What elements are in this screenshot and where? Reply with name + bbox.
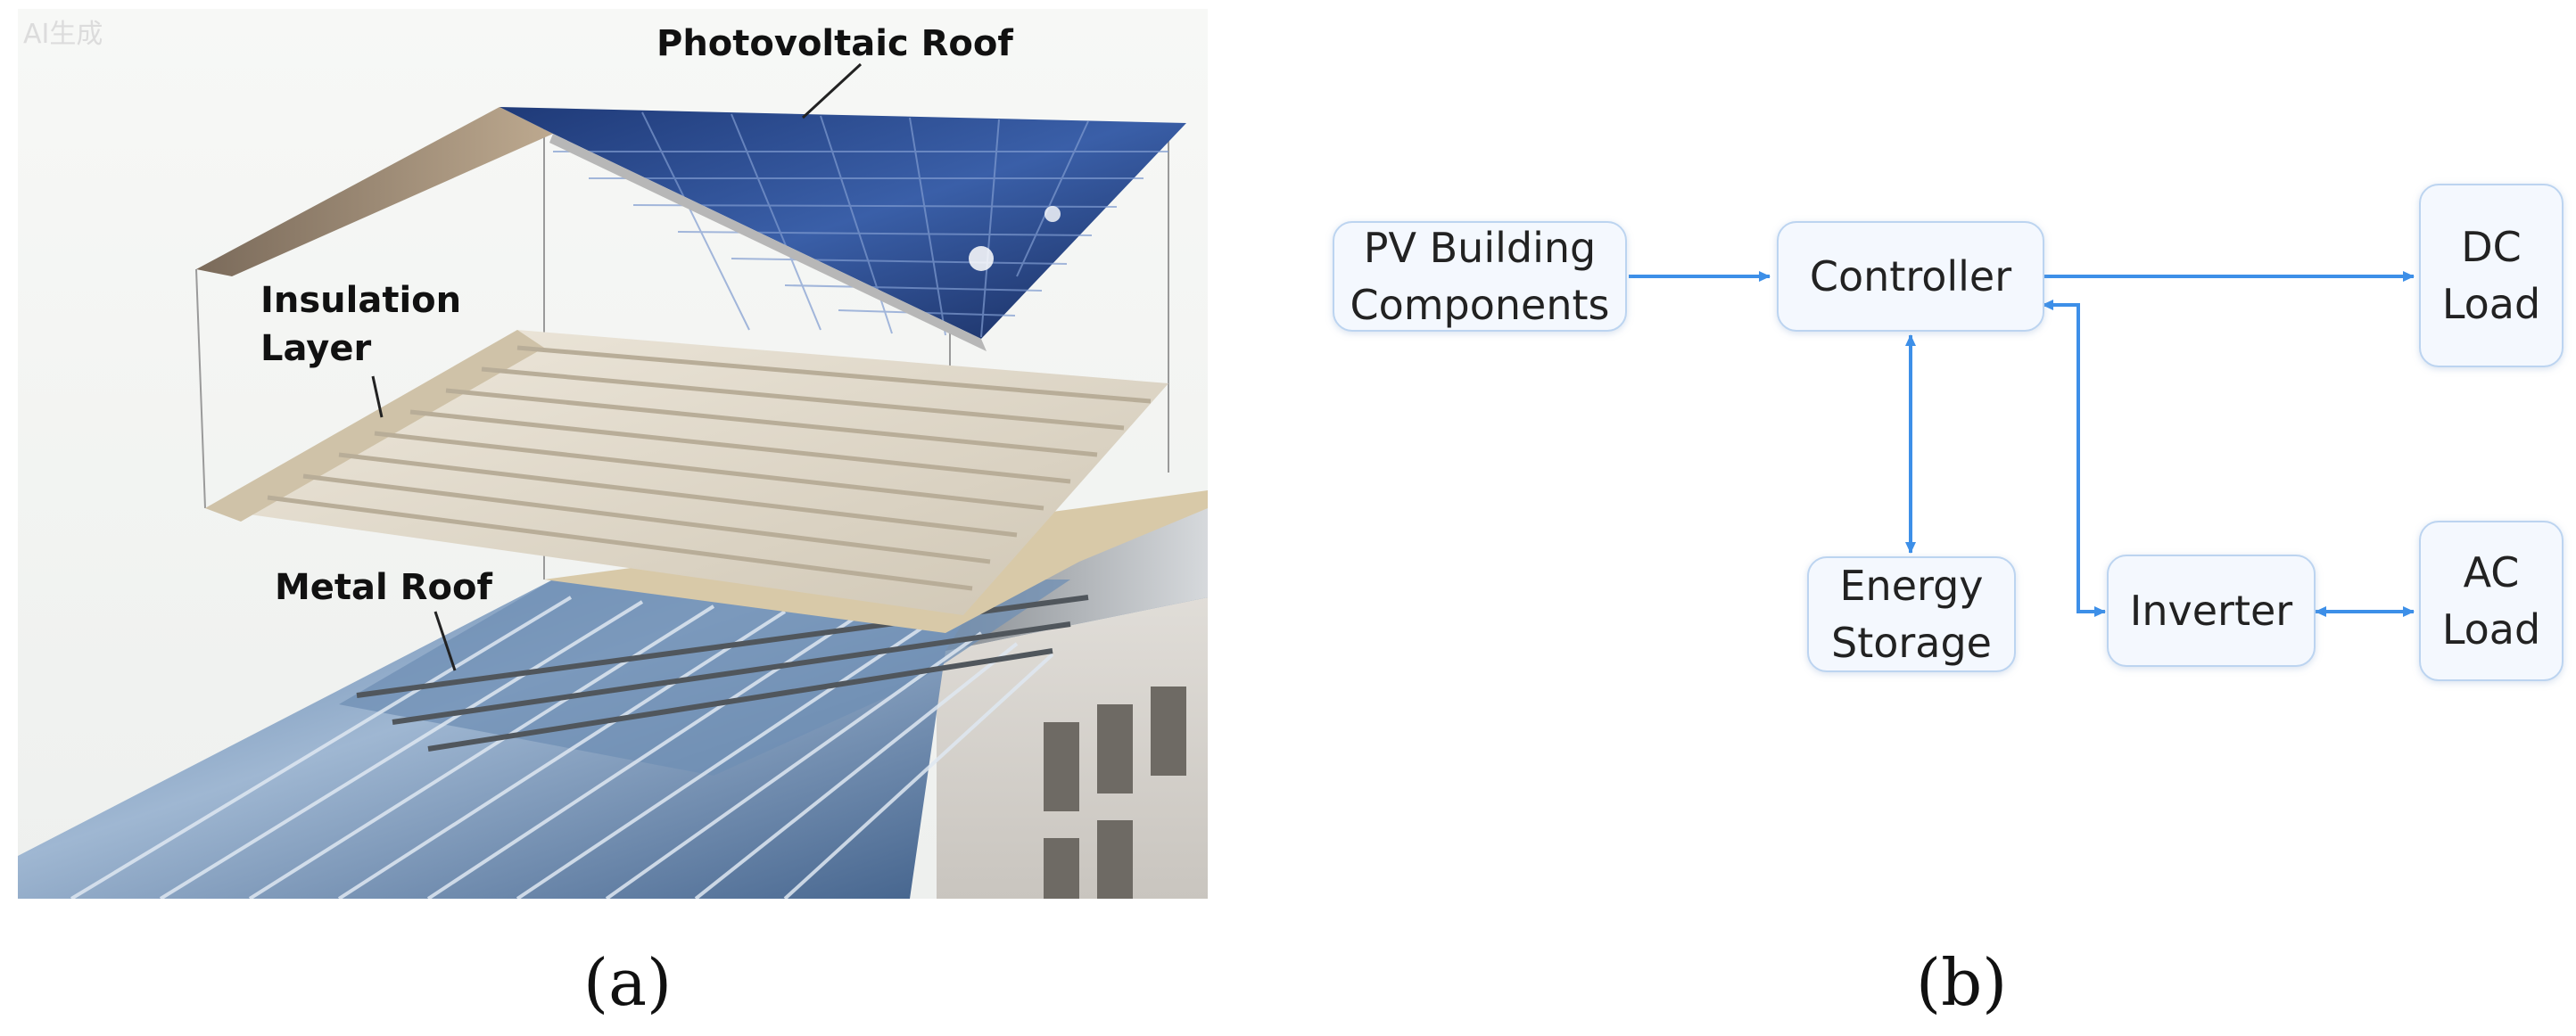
node-energy-storage: Energy Storage (1807, 556, 2016, 672)
node-controller-label: Controller (1809, 252, 2012, 300)
photovoltaic-roof-layer (196, 107, 1186, 351)
label-metal-roof: Metal Roof (275, 567, 492, 608)
node-ac-load-label: AC Load (2441, 548, 2541, 654)
caption-a: (a) (583, 945, 673, 1020)
roof-illustration: AI生成 (18, 9, 1208, 900)
node-ac-load: AC Load (2419, 521, 2564, 681)
node-inverter-label: Inverter (2129, 587, 2293, 635)
callout-lines (371, 62, 863, 671)
system-block-diagram: PV Building Components Controller DC Loa… (1320, 160, 2569, 731)
arrow-controller-inverter (2042, 300, 2106, 617)
node-pv-label: PV Building Components (1350, 224, 1610, 329)
node-pv-building-components: PV Building Components (1333, 221, 1627, 332)
watermark: AI生成 (23, 19, 103, 50)
node-energy-storage-label: Energy Storage (1831, 562, 1992, 667)
label-photovoltaic-roof: Photovoltaic Roof (656, 23, 1013, 64)
roof-layers-drawing: AI生成 (18, 9, 1208, 900)
label-insulation-layer: Layer (260, 328, 371, 369)
label-insulation: Insulation (260, 280, 461, 321)
caption-b: (b) (1916, 945, 2008, 1020)
diagram-arrows (1629, 271, 2415, 617)
node-dc-load: DC Load (2419, 184, 2564, 367)
node-inverter: Inverter (2107, 555, 2316, 667)
node-dc-load-label: DC Load (2441, 223, 2541, 328)
insulation-layer (205, 330, 1168, 615)
node-controller: Controller (1777, 221, 2044, 332)
